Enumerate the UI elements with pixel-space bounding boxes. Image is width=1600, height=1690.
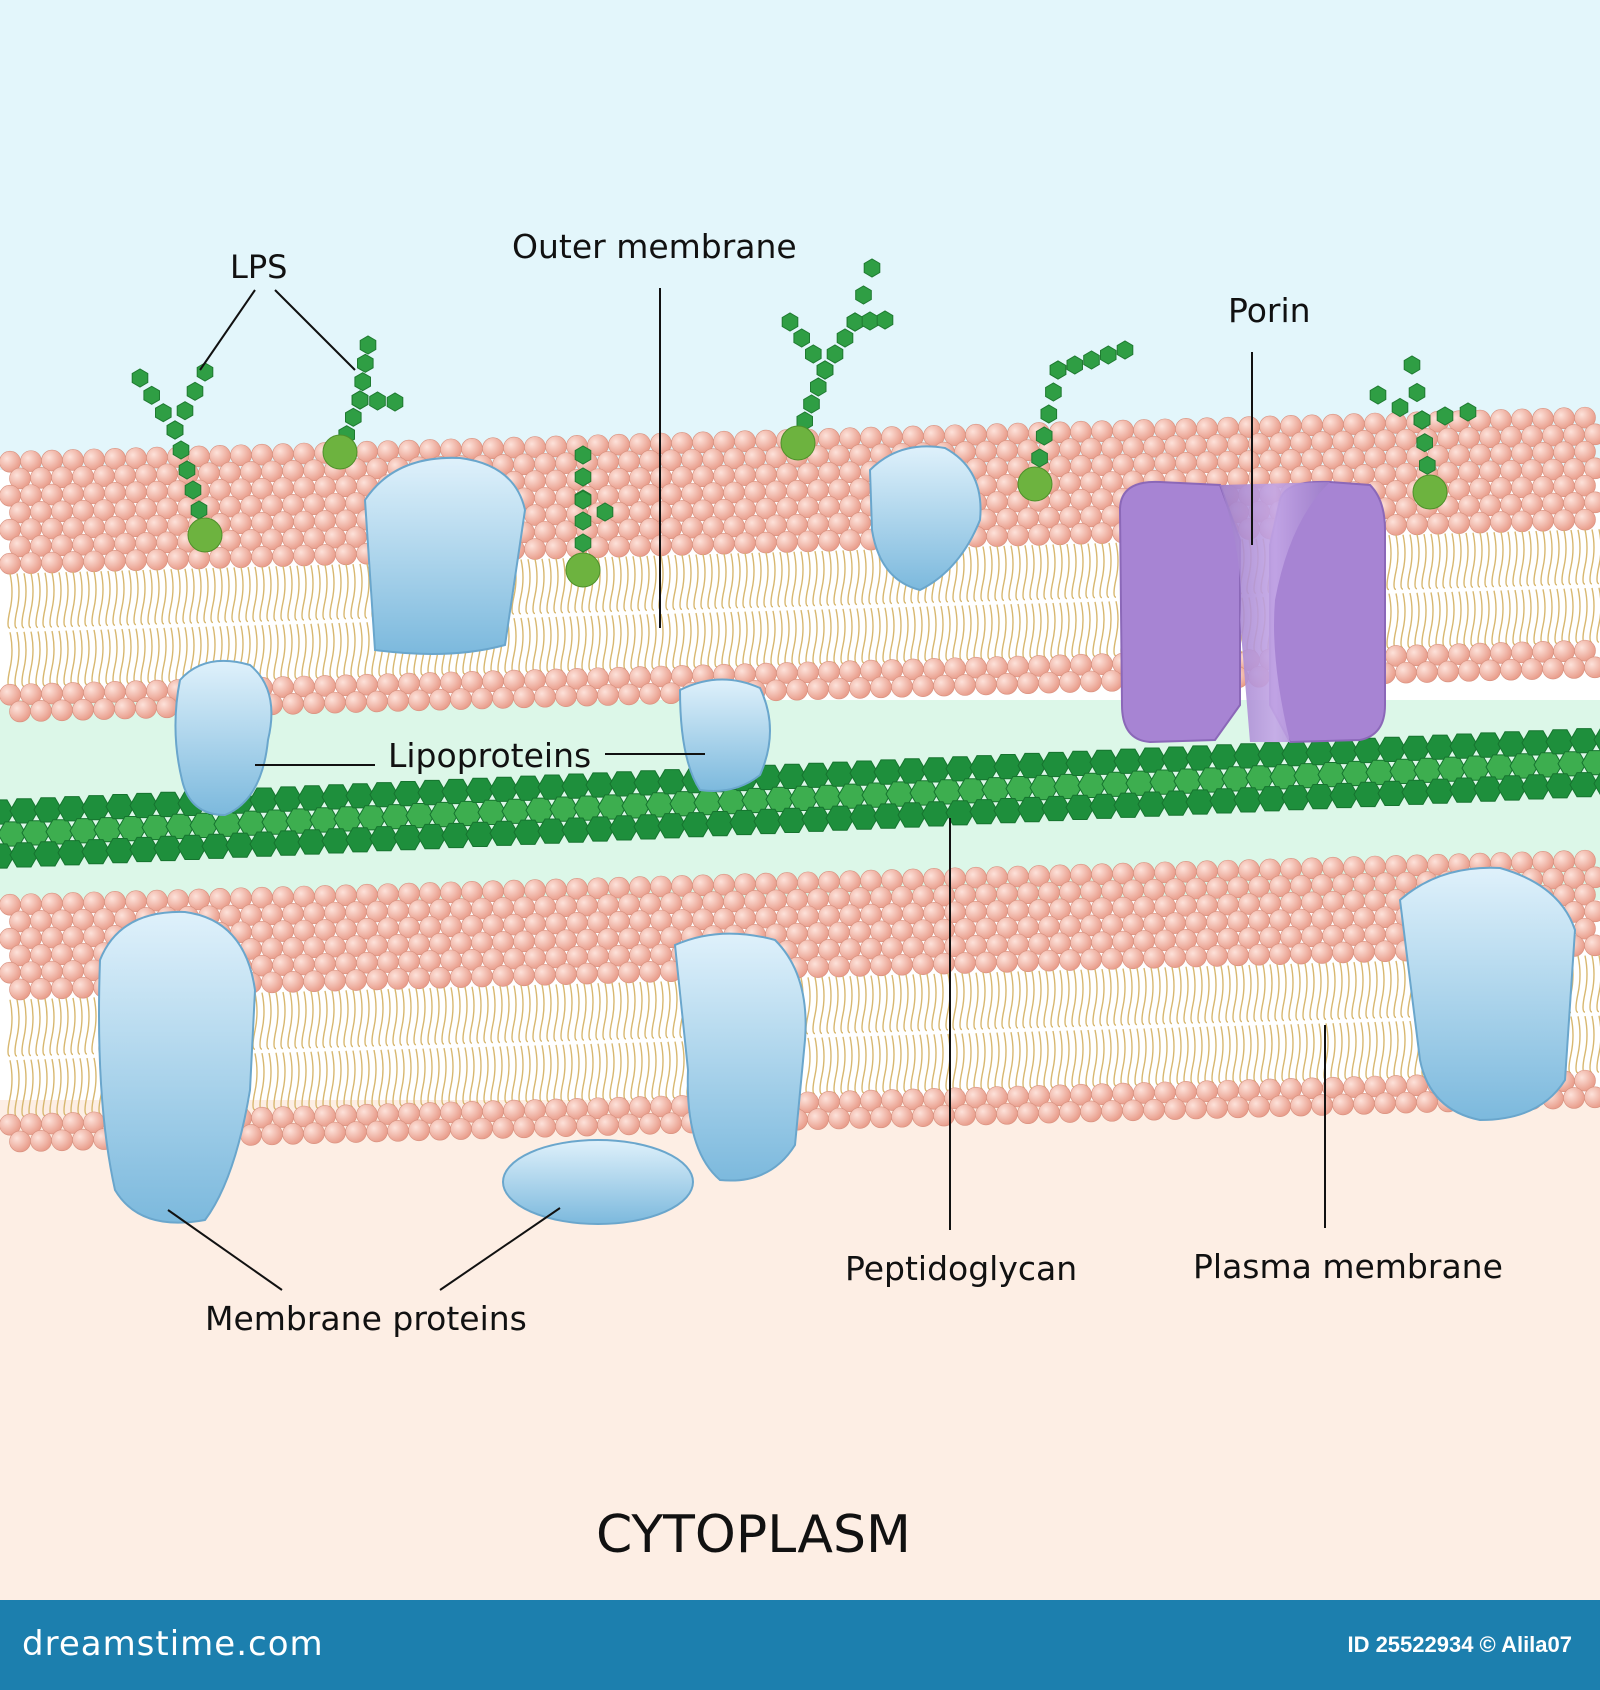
plasma-membrane-protein-1 xyxy=(98,910,257,1224)
peripheral-membrane-protein xyxy=(502,1139,694,1225)
membrane-proteins-leader-left xyxy=(167,1209,283,1291)
lps-leader-1 xyxy=(199,289,256,371)
peptidoglycan-layer xyxy=(0,728,1600,869)
footer-brand[interactable]: dreamstime.com xyxy=(22,1624,324,1664)
outer-membrane-label: Outer membrane xyxy=(512,227,797,266)
lipoproteins-label: Lipoproteins xyxy=(388,736,591,775)
porin-label: Porin xyxy=(1228,291,1311,330)
peptidoglycan-label: Peptidoglycan xyxy=(845,1249,1077,1288)
lps-label: LPS xyxy=(230,248,287,286)
footer-bar: dreamstime.com ID 25522934 © Alila07 xyxy=(0,1600,1600,1690)
lps-molecules xyxy=(131,258,1477,588)
membrane-proteins-leader-right xyxy=(439,1207,561,1291)
leader-lines xyxy=(167,288,1326,1291)
membrane-proteins-label: Membrane proteins xyxy=(205,1299,527,1338)
extracellular-background xyxy=(0,0,1600,470)
plasma-membrane-protein-3 xyxy=(1398,866,1577,1122)
cell-envelope-diagram: LPS Outer membrane Porin Lipoproteins Pe… xyxy=(0,0,1600,1600)
lipoprotein-left xyxy=(174,659,273,817)
lps-leader-2 xyxy=(274,289,356,371)
cytoplasm-label: CYTOPLASM xyxy=(596,1505,911,1565)
outer-membrane-protein-2 xyxy=(868,445,982,592)
outer-membrane-protein-1 xyxy=(363,456,527,655)
footer-credit: ID 25522934 © Alila07 xyxy=(1347,1632,1572,1657)
porin-channel xyxy=(1118,480,1386,744)
cytoplasm-background xyxy=(0,1100,1600,1600)
lipoprotein-right xyxy=(678,678,771,792)
plasma-membrane-protein-2 xyxy=(673,932,807,1182)
plasma-membrane-label: Plasma membrane xyxy=(1193,1247,1503,1286)
